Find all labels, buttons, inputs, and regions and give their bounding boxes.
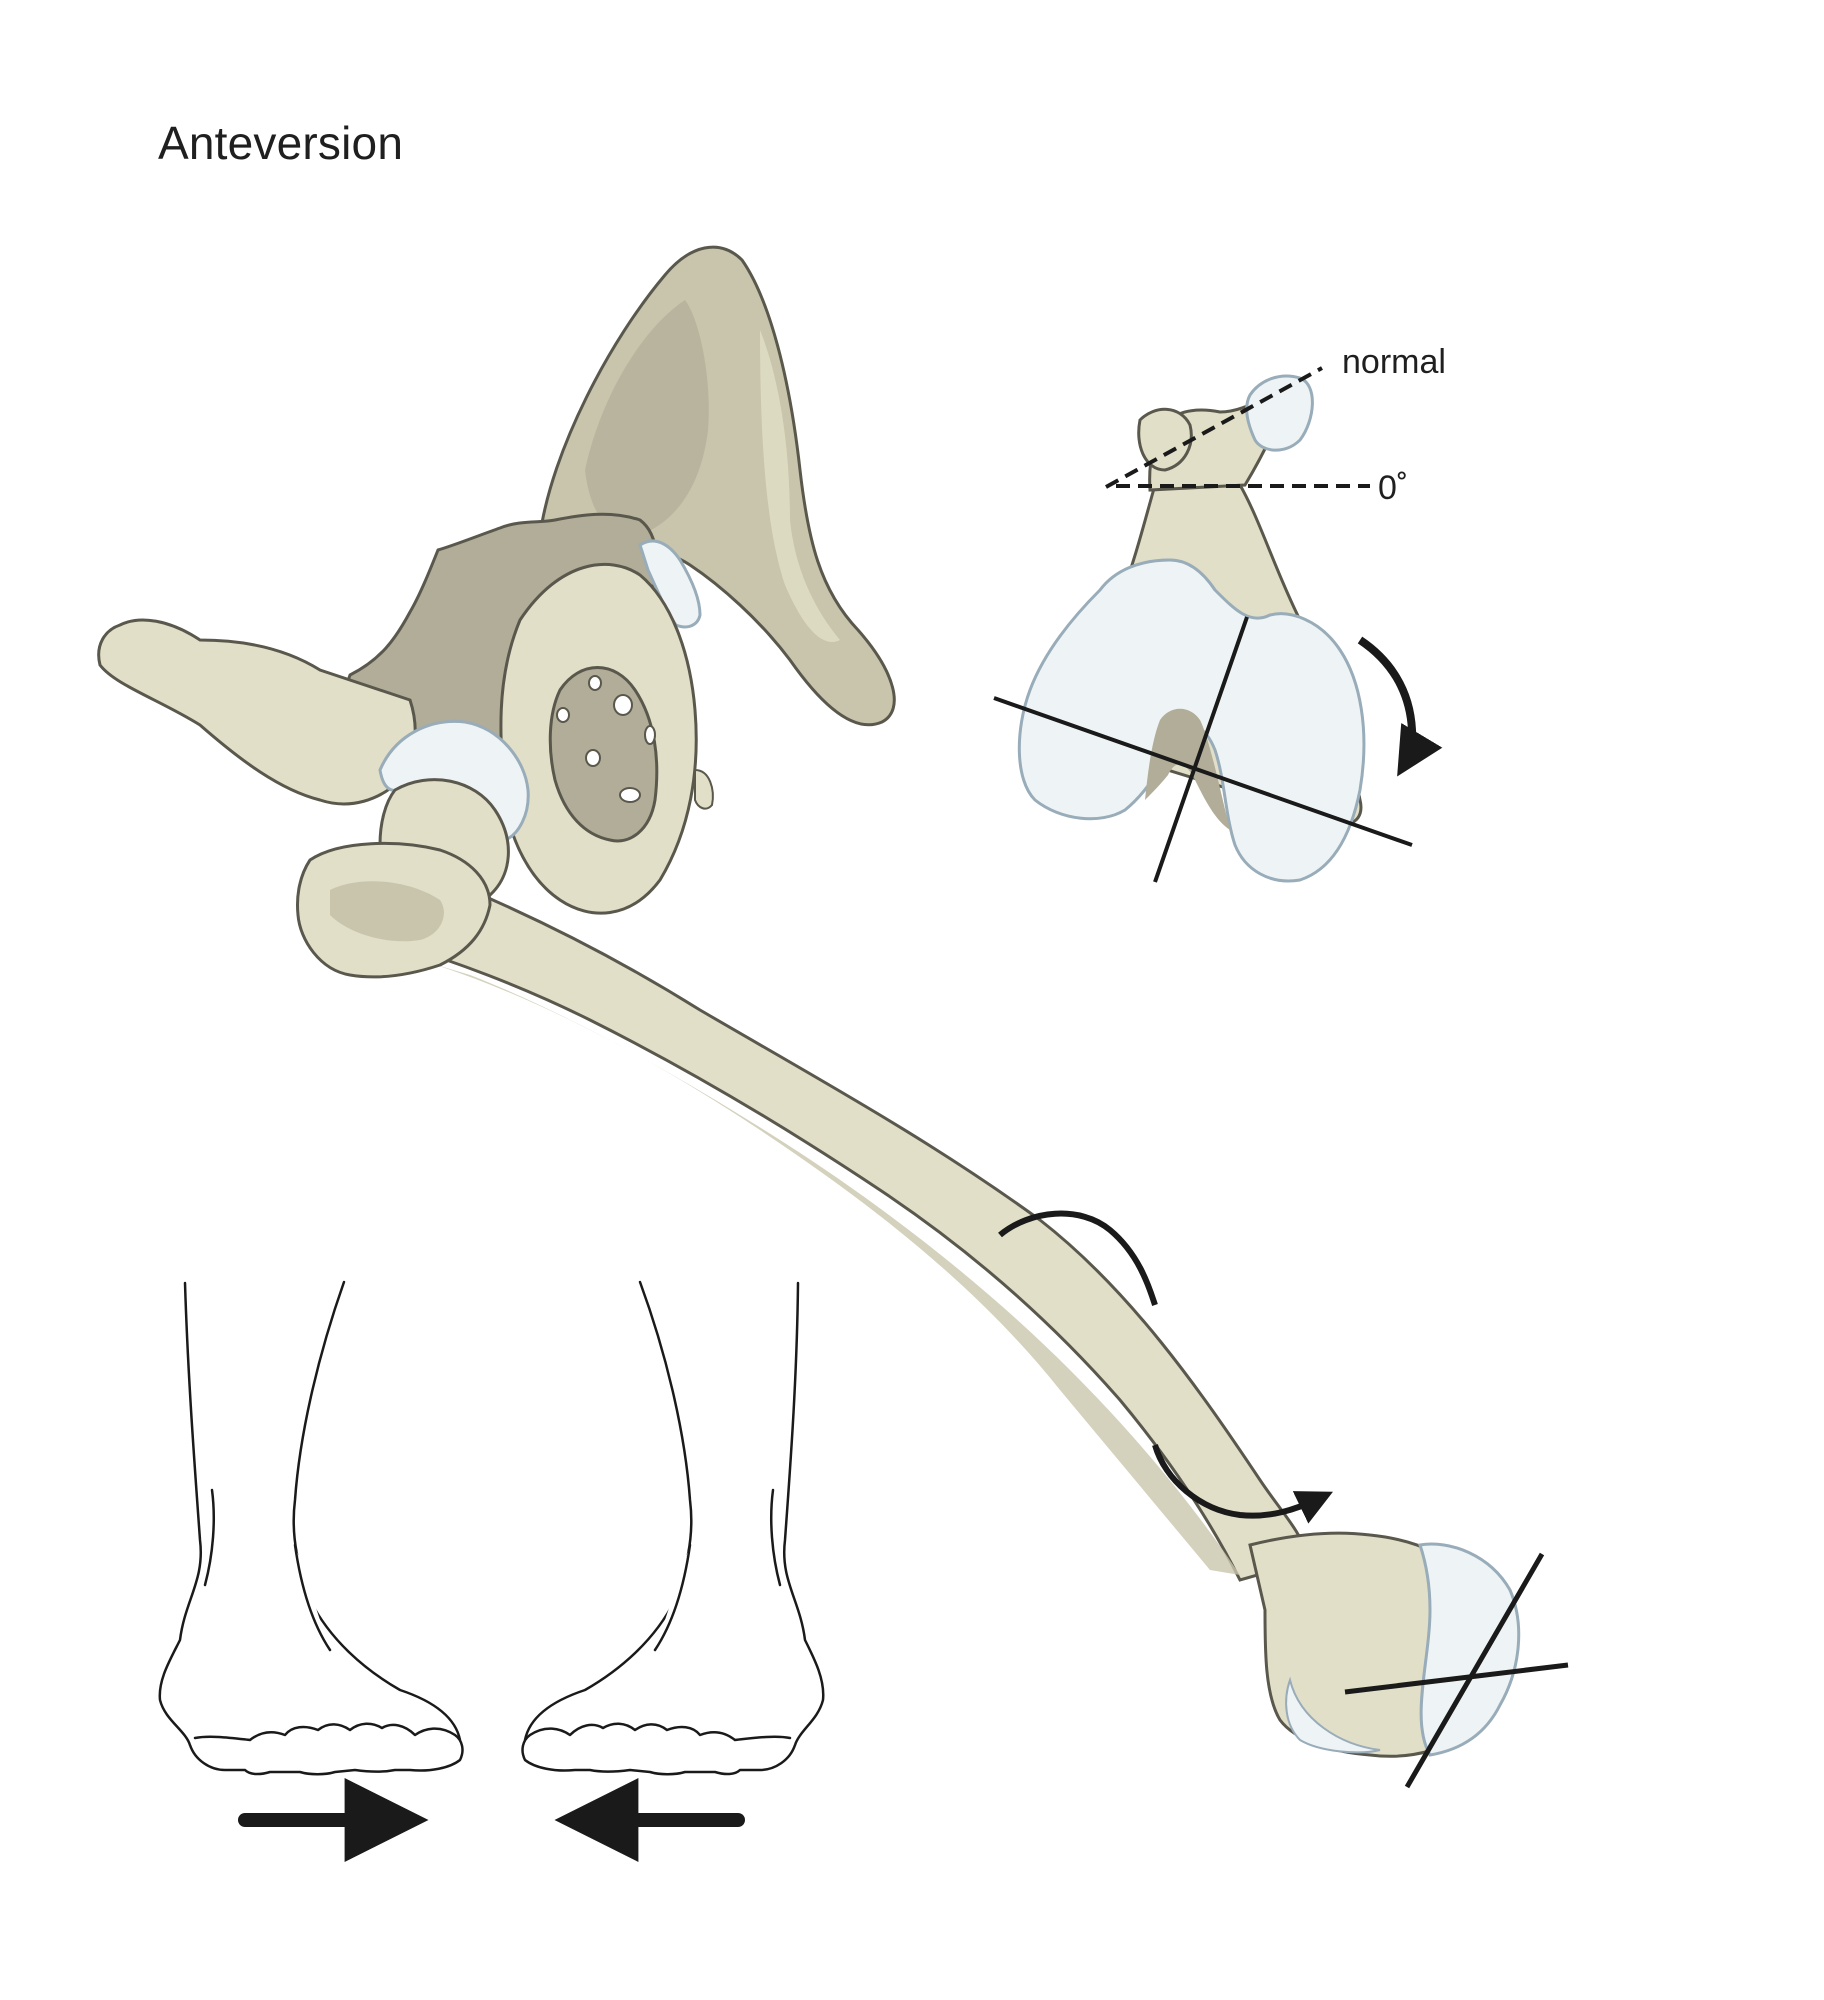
ischial-spine	[694, 768, 714, 810]
inset-head	[1245, 374, 1314, 452]
normal-anteversion-line	[1105, 366, 1323, 489]
femur-inset-illustration	[993, 366, 1443, 883]
trochanter-shade	[330, 881, 444, 942]
pubic-ramus-left	[97, 618, 417, 806]
distal-condylar-axis	[1344, 1662, 1569, 1695]
left-ankle-line	[203, 1488, 332, 1652]
foramen-holes	[556, 675, 656, 803]
femur-illustration	[296, 778, 1569, 1789]
distal-shaft-axis	[1404, 1552, 1545, 1789]
diagram-title: Anteversion	[158, 117, 404, 169]
inset-condylar-axis	[993, 696, 1413, 847]
right-leg-outer	[782, 1281, 825, 1747]
normal-label: normal	[1342, 343, 1446, 381]
distal-cartilage-lower	[1285, 1676, 1381, 1754]
sacral-crest-shade	[760, 330, 840, 642]
feet-illustration	[158, 1280, 825, 1862]
distal-cartilage	[1418, 1542, 1521, 1757]
right-leg-inner	[523, 1280, 693, 1742]
left-leg-inner	[292, 1280, 462, 1742]
inset-intercondylar-notch	[1145, 708, 1230, 830]
pelvis-illustration	[97, 245, 896, 915]
inset-rotation-arrow-icon	[1357, 636, 1443, 777]
inset-trochanter	[1137, 407, 1193, 472]
rotation-arrow-upper-icon	[998, 1210, 1158, 1306]
zero-degree-label: 0˚	[1378, 469, 1409, 507]
left-leg-outer	[158, 1281, 203, 1747]
iliac-wing-shade	[585, 300, 709, 536]
right-ankle-line	[653, 1488, 782, 1652]
inset-shaft-axis	[1153, 616, 1249, 883]
rotation-arrow-lower-icon	[1152, 1444, 1333, 1524]
right-foot-toes	[521, 1722, 797, 1776]
femur-shaft-shade	[420, 960, 1240, 1575]
left-foot-toes	[188, 1722, 464, 1776]
